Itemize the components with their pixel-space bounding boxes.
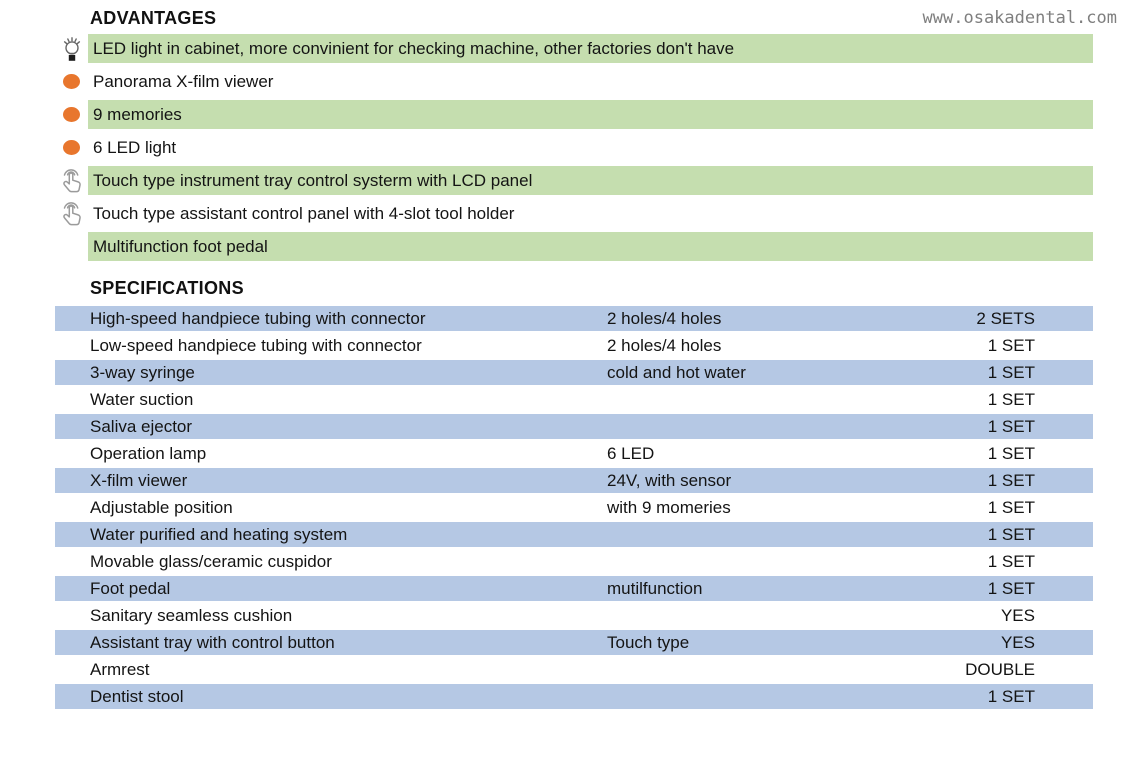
touch-gesture-icon: [58, 198, 85, 230]
spec-item-detail: Touch type: [607, 632, 690, 652]
spec-item-quantity: 1 SET: [987, 335, 1035, 355]
spec-row: Saliva ejector 1 SET: [55, 414, 1093, 439]
advantage-icon-slot: [55, 100, 88, 129]
spec-item-name: Movable glass/ceramic cuspidor: [90, 551, 332, 571]
advantage-text: Touch type instrument tray control syste…: [93, 171, 533, 190]
spec-item-name: Assistant tray with control button: [90, 632, 335, 652]
spec-item-quantity: YES: [1000, 605, 1035, 625]
advantage-row: Multifunction foot pedal: [55, 232, 1093, 261]
spec-row: Low-speed handpiece tubing with connecto…: [55, 333, 1093, 358]
advantage-icon-slot: [55, 34, 88, 63]
advantage-text: 6 LED light: [93, 138, 177, 157]
spec-item-quantity: 1 SET: [987, 551, 1035, 571]
spec-item-detail: 2 holes/4 holes: [607, 308, 722, 328]
spec-item-quantity: 1 SET: [987, 686, 1035, 706]
spec-item-name: Water suction: [90, 389, 194, 409]
advantage-bar: 9 memories: [88, 100, 1093, 129]
advantage-icon-slot: [55, 133, 88, 162]
spec-item-quantity: 1 SET: [987, 524, 1035, 544]
spec-item-quantity: 1 SET: [987, 362, 1035, 382]
advantage-icon-slot: [55, 232, 88, 261]
advantage-row: Touch type assistant control panel with …: [55, 199, 1093, 228]
advantage-row: 9 memories: [55, 100, 1093, 129]
advantage-text: 9 memories: [93, 105, 182, 124]
advantage-icon-slot: [55, 166, 88, 195]
specifications-heading: SPECIFICATIONS: [90, 278, 244, 298]
advantage-icon-slot: [55, 199, 88, 228]
advantage-row: 6 LED light: [55, 133, 1093, 162]
spec-item-name: X-film viewer: [90, 470, 188, 490]
spec-row: 3-way syringe cold and hot water 1 SET: [55, 360, 1093, 385]
bullet-dot-icon: [63, 140, 80, 155]
advantage-text: Panorama X-film viewer: [93, 72, 274, 91]
advantage-row: Touch type instrument tray control syste…: [55, 166, 1093, 195]
advantage-bar: LED light in cabinet, more convinient fo…: [88, 34, 1093, 63]
spec-item-detail: 2 holes/4 holes: [607, 335, 722, 355]
spec-item-name: Operation lamp: [90, 443, 207, 463]
spec-item-name: 3-way syringe: [90, 362, 195, 382]
advantage-text: Multifunction foot pedal: [93, 237, 268, 256]
spec-row: Movable glass/ceramic cuspidor 1 SET: [55, 549, 1093, 574]
specifications-table: High-speed handpiece tubing with connect…: [0, 306, 1127, 709]
spec-item-name: Water purified and heating system: [90, 524, 348, 544]
spec-item-name: Adjustable position: [90, 497, 233, 517]
touch-gesture-icon: [58, 165, 85, 197]
spec-row: Foot pedal mutilfunction 1 SET: [55, 576, 1093, 601]
spec-row: Water purified and heating system 1 SET: [55, 522, 1093, 547]
spec-row: Assistant tray with control button Touch…: [55, 630, 1093, 655]
advantage-text: Touch type assistant control panel with …: [93, 204, 515, 223]
spec-item-detail: 24V, with sensor: [607, 470, 732, 490]
advantage-row: Panorama X-film viewer: [55, 67, 1093, 96]
bullet-dot-icon: [63, 74, 80, 89]
spec-row: Operation lamp 6 LED 1 SET: [55, 441, 1093, 466]
spec-item-name: Foot pedal: [90, 578, 171, 598]
advantage-row: LED light in cabinet, more convinient fo…: [55, 34, 1093, 63]
advantage-bar: Touch type instrument tray control syste…: [88, 166, 1093, 195]
spec-row: High-speed handpiece tubing with connect…: [55, 306, 1093, 331]
spec-sheet: ADVANTAGES: [0, 8, 1127, 709]
spec-item-quantity: YES: [1000, 632, 1035, 652]
spec-item-quantity: 2 SETS: [976, 308, 1035, 328]
spec-item-quantity: 1 SET: [987, 497, 1035, 517]
spec-row: Sanitary seamless cushion YES: [55, 603, 1093, 628]
advantages-list: LED light in cabinet, more convinient fo…: [0, 34, 1127, 261]
spec-item-name: Saliva ejector: [90, 416, 193, 436]
site-watermark: www.osakadental.com: [922, 8, 1117, 28]
spec-item-name: Armrest: [90, 659, 150, 679]
advantage-bar: 6 LED light: [88, 133, 1093, 162]
spec-item-detail: with 9 momeries: [607, 497, 731, 517]
spec-item-quantity: 1 SET: [987, 578, 1035, 598]
spec-item-detail: cold and hot water: [607, 362, 746, 382]
spec-item-quantity: 1 SET: [987, 443, 1035, 463]
spec-item-detail: 6 LED: [607, 443, 655, 463]
bullet-dot-icon: [63, 107, 80, 122]
spec-item-name: Sanitary seamless cushion: [90, 605, 293, 625]
spec-row: Dentist stool 1 SET: [55, 684, 1093, 709]
advantage-bar: Panorama X-film viewer: [88, 67, 1093, 96]
spec-item-name: High-speed handpiece tubing with connect…: [90, 308, 426, 328]
advantage-bar: Multifunction foot pedal: [88, 232, 1093, 261]
spec-row: X-film viewer 24V, with sensor 1 SET: [55, 468, 1093, 493]
spec-row: Water suction 1 SET: [55, 387, 1093, 412]
spec-item-detail: mutilfunction: [607, 578, 703, 598]
spec-item-quantity: 1 SET: [987, 470, 1035, 490]
spec-item-quantity: DOUBLE: [965, 659, 1035, 679]
spec-item-name: Dentist stool: [90, 686, 184, 706]
spec-row: Armrest DOUBLE: [55, 657, 1093, 682]
lightbulb-icon: [59, 34, 85, 64]
advantage-icon-slot: [55, 67, 88, 96]
advantage-bar: Touch type assistant control panel with …: [88, 199, 1093, 228]
spec-item-quantity: 1 SET: [987, 416, 1035, 436]
advantages-heading: ADVANTAGES: [90, 8, 217, 28]
advantage-text: LED light in cabinet, more convinient fo…: [93, 39, 735, 58]
spec-item-name: Low-speed handpiece tubing with connecto…: [90, 335, 422, 355]
spec-item-quantity: 1 SET: [987, 389, 1035, 409]
spec-row: Adjustable position with 9 momeries 1 SE…: [55, 495, 1093, 520]
